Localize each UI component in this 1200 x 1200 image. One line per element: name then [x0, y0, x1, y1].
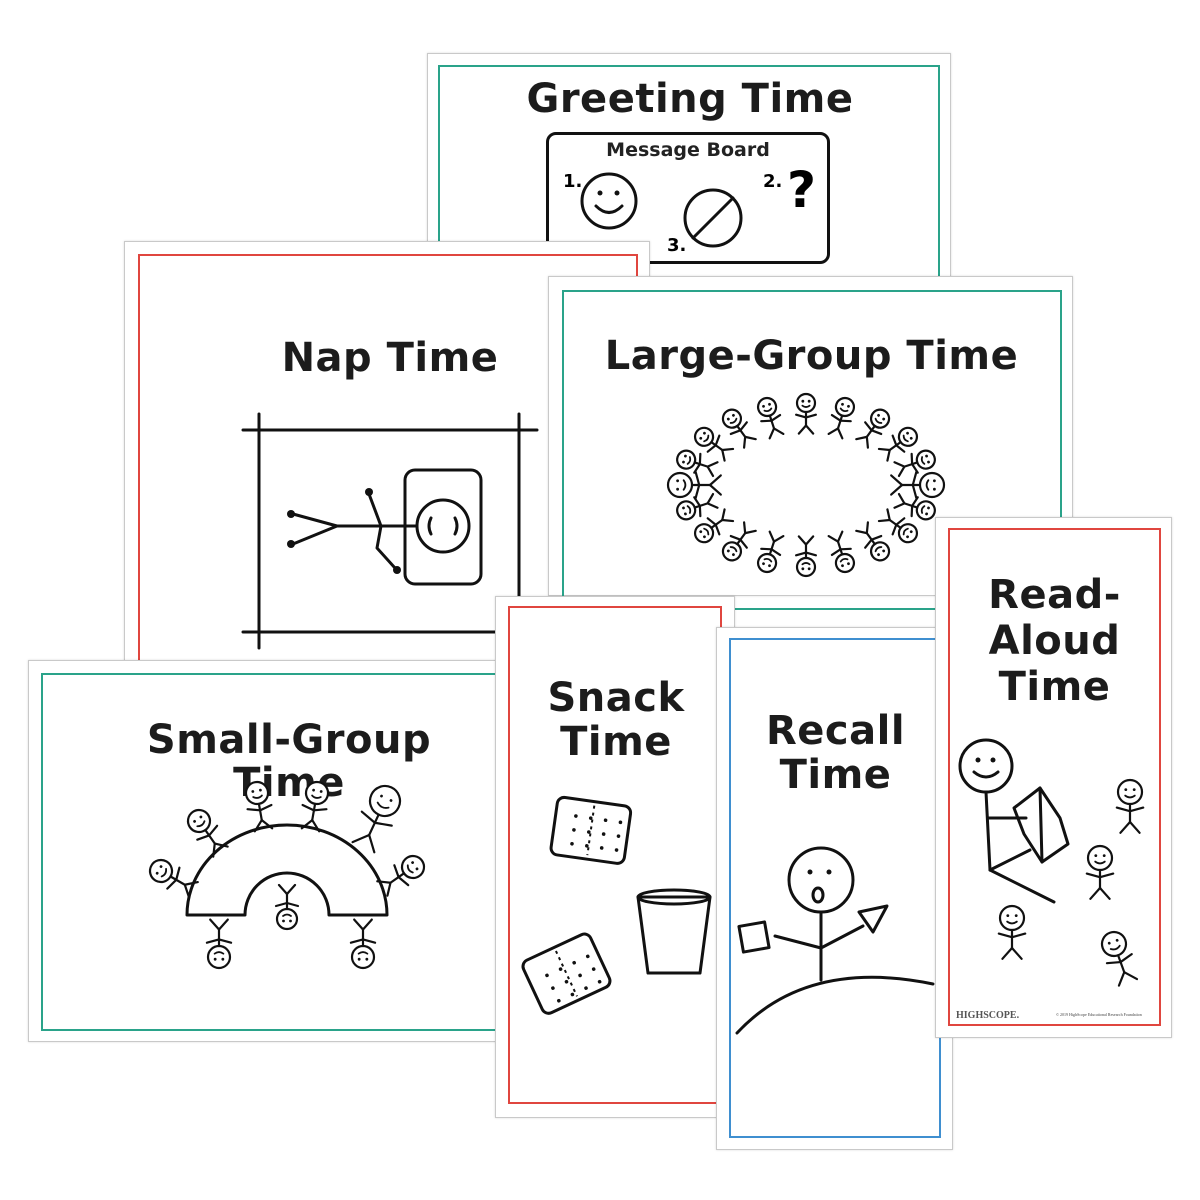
stick-figure-icon	[186, 808, 229, 858]
card-title: Large-Group Time	[604, 333, 1019, 379]
arch-table-illustration	[148, 780, 426, 970]
stick-figure-icon	[1115, 778, 1145, 834]
stick-figure-icon	[855, 408, 891, 449]
recall-time-card: Recall Time	[716, 627, 953, 1150]
stick-figure-icon	[693, 508, 735, 544]
stick-figure-icon	[666, 470, 722, 500]
stick-figure-icon	[756, 396, 785, 440]
read-title-line3: Time	[998, 664, 1111, 710]
children-circle-illustration	[666, 392, 946, 578]
stick-figure-icon	[721, 408, 757, 449]
no-symbol-icon	[683, 188, 743, 248]
stick-figure-icon	[877, 508, 919, 544]
stick-figure-icon	[756, 530, 785, 574]
snack-title-line1: Snack	[547, 675, 685, 721]
stick-figure-icon	[693, 426, 735, 462]
recall-title-line2: Time	[779, 752, 892, 798]
message-board: Message Board 1. 2. 3. ?	[546, 132, 830, 264]
stick-figure-icon	[676, 449, 719, 478]
card-border	[562, 290, 1062, 610]
child-on-hill-illustration	[735, 846, 935, 1035]
stick-figure-icon	[795, 392, 817, 435]
brand-logo: HIGHSCOPE.	[956, 1010, 1020, 1021]
stick-figure-icon	[1100, 930, 1139, 987]
card-title: Nap Time	[281, 335, 499, 381]
stick-figure-icon	[274, 883, 300, 931]
stick-figure-icon	[877, 426, 919, 462]
smiley-face-icon	[580, 172, 638, 230]
copyright-text: © 2019 HighScope Educational Research Fo…	[1056, 1012, 1142, 1017]
stick-figure-icon	[351, 784, 402, 854]
nap-mat-illustration	[241, 412, 539, 650]
item-number-2: 2.	[763, 171, 783, 192]
snack-title-line2: Time	[560, 719, 672, 765]
stick-figure-icon	[855, 521, 891, 562]
stick-figure-icon	[376, 854, 426, 897]
stick-figure-icon	[997, 904, 1027, 960]
stick-figure-icon	[148, 858, 199, 899]
stick-figure-icon	[676, 492, 719, 521]
card-border	[948, 528, 1161, 1026]
item-number-1: 1.	[563, 171, 583, 192]
stick-figure-icon	[300, 780, 330, 833]
snack-illustration	[521, 795, 712, 1015]
stick-figure-icon	[244, 780, 274, 833]
reading-child-illustration	[958, 738, 1145, 987]
stick-figure-icon	[721, 521, 757, 562]
stick-figure-icon	[827, 530, 856, 574]
card-title: Greeting Time	[526, 76, 854, 122]
read-aloud-time-card: Read- Aloud Time HIGHSCOPE. © 2019 HighS…	[935, 517, 1172, 1038]
recall-title-line1: Recall	[765, 708, 906, 754]
message-board-label: Message Board	[606, 139, 770, 161]
question-mark: ?	[787, 161, 817, 219]
stick-figure-icon	[349, 918, 377, 970]
stick-figure-icon	[893, 449, 936, 478]
stick-figure-icon	[827, 396, 856, 440]
stick-figure-icon	[893, 492, 936, 521]
stick-figure-icon	[795, 535, 817, 578]
stick-figure-icon	[205, 918, 233, 970]
read-title-line2: Aloud	[988, 618, 1121, 664]
read-title-line1: Read-	[988, 572, 1121, 618]
large-group-time-card: Large-Group Time	[548, 276, 1073, 610]
small-group-time-card: Small-Group Time	[28, 660, 514, 1042]
stick-figure-icon	[890, 470, 946, 500]
stick-figure-icon	[1085, 844, 1115, 900]
snack-time-card: Snack Time	[495, 596, 735, 1118]
item-number-3: 3.	[667, 235, 687, 256]
